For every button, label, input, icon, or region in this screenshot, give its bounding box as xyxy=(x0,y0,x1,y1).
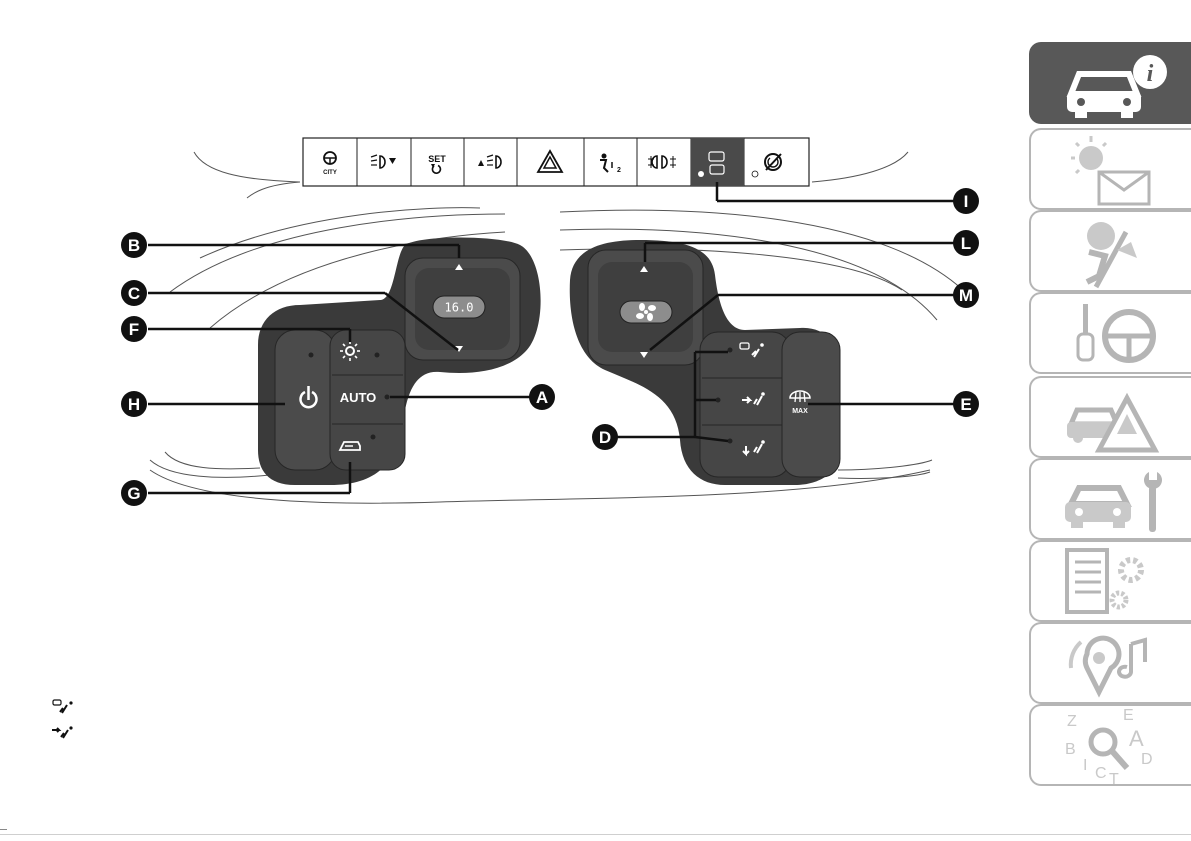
callout-h: H xyxy=(121,391,147,417)
callout-l: L xyxy=(953,230,979,256)
tab-safety[interactable] xyxy=(1029,210,1191,292)
tab-starting-driving[interactable] xyxy=(1029,292,1191,374)
callout-c: C xyxy=(121,280,147,306)
svg-text:E: E xyxy=(960,395,971,414)
callout-d: D xyxy=(592,424,618,450)
svg-text:H: H xyxy=(128,395,140,414)
svg-text:G: G xyxy=(127,484,140,503)
svg-text:I: I xyxy=(1083,757,1087,774)
svg-text:M: M xyxy=(959,286,973,305)
svg-text:A: A xyxy=(1129,726,1144,751)
tab-technical-data[interactable] xyxy=(1029,540,1191,622)
temperature-value: 16.0 xyxy=(445,301,474,315)
windscreen-feet-airflow-icon xyxy=(53,700,73,713)
svg-text:B: B xyxy=(1065,741,1076,758)
airflow-buttons xyxy=(700,332,790,477)
svg-text:D: D xyxy=(599,428,611,447)
fan-rocker[interactable] xyxy=(588,250,703,365)
car-wrench-icon xyxy=(1031,460,1191,542)
airbag-safety-icon xyxy=(1031,212,1191,294)
callout-i: I xyxy=(953,188,979,214)
auto-label: AUTO xyxy=(340,390,377,405)
svg-text:C: C xyxy=(1095,765,1107,782)
svg-text:C: C xyxy=(128,284,140,303)
car-warning-triangle-icon xyxy=(1031,378,1191,460)
svg-text:E: E xyxy=(1123,707,1134,724)
callout-b: B xyxy=(121,232,147,258)
callout-e: E xyxy=(953,391,979,417)
tab-dashboard-info[interactable]: i xyxy=(1029,42,1191,124)
tab-emergency[interactable] xyxy=(1029,376,1191,458)
tab-maintenance[interactable] xyxy=(1029,458,1191,540)
face-airflow-icon xyxy=(52,726,73,738)
key-steering-wheel-icon xyxy=(1031,294,1191,376)
max-label: MAX xyxy=(792,408,808,415)
svg-text:L: L xyxy=(961,234,971,253)
callout-a: A xyxy=(529,384,555,410)
temperature-rocker[interactable]: 16.0 xyxy=(405,258,520,360)
svg-text:A: A xyxy=(536,388,548,407)
callout-g: G xyxy=(121,480,147,506)
svg-text:F: F xyxy=(129,320,139,339)
svg-text:2: 2 xyxy=(617,167,621,174)
city-label: CITY xyxy=(323,170,337,176)
callout-m: M xyxy=(953,282,979,308)
page-bottom-rule xyxy=(0,834,1191,835)
navigation-music-icon xyxy=(1031,624,1191,706)
power-button[interactable] xyxy=(275,330,335,470)
warning-light-message-icon xyxy=(1031,130,1191,212)
tab-lights-messages[interactable] xyxy=(1029,128,1191,210)
car-info-icon: i xyxy=(1031,44,1191,126)
set-label: SET xyxy=(428,154,446,164)
specs-gear-icon xyxy=(1031,542,1191,624)
callout-f: F xyxy=(121,316,147,342)
svg-text:D: D xyxy=(1141,751,1153,768)
svg-text:B: B xyxy=(128,236,140,255)
svg-text:T: T xyxy=(1109,771,1119,788)
page-corner-mark xyxy=(0,829,7,830)
svg-text:Z: Z xyxy=(1067,713,1077,730)
svg-text:i: i xyxy=(1147,61,1154,87)
svg-text:I: I xyxy=(964,192,969,211)
tab-multimedia[interactable] xyxy=(1029,622,1191,704)
